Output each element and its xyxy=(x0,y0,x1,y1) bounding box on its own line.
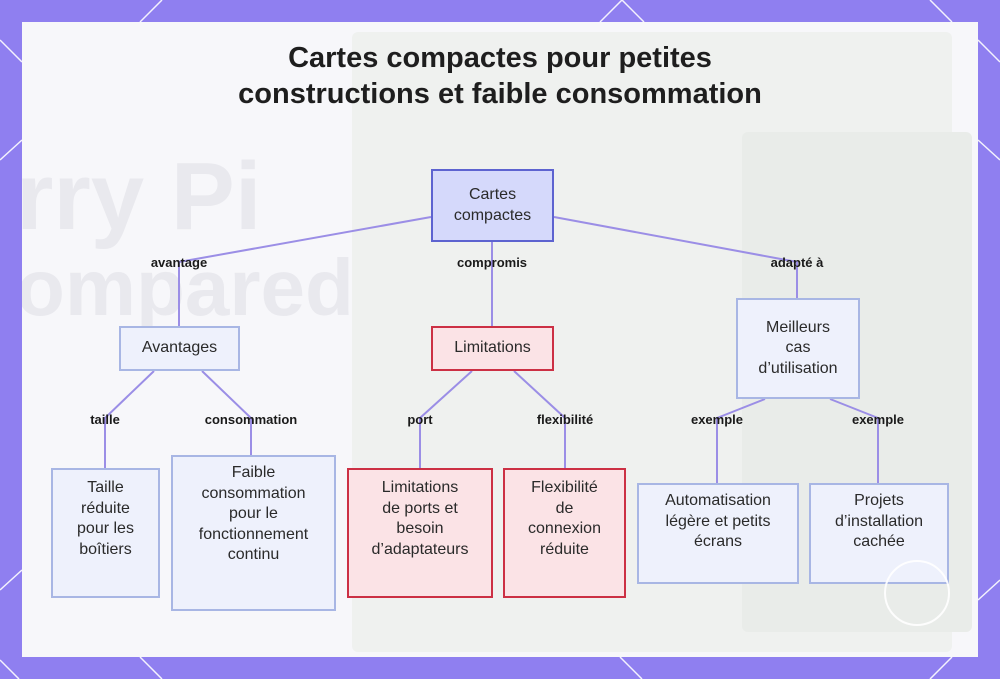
diagram-title: Cartes compactes pour petites constructi… xyxy=(22,40,978,112)
node-text: réduite xyxy=(81,499,130,517)
node-text: légère et petits xyxy=(665,512,771,530)
edge-label-port: port xyxy=(407,412,433,427)
node-text: d’adaptateurs xyxy=(371,540,469,558)
node-text: d’utilisation xyxy=(758,359,838,377)
node-text: Limitations xyxy=(454,339,531,357)
node-limitations: Limitations xyxy=(431,326,554,371)
edge-label-avantage: avantage xyxy=(150,255,208,270)
node-text: écrans xyxy=(693,533,743,550)
node-text: boîtiers xyxy=(79,540,132,558)
node-text: de xyxy=(555,499,574,517)
node-cartes-compactes: Cartes compactes xyxy=(431,169,554,242)
node-text: Faible xyxy=(231,464,276,481)
node-text: fonctionnement xyxy=(198,525,309,543)
edge-label-adapte: adapté à xyxy=(770,255,824,270)
node-text: continu xyxy=(227,546,280,563)
edge-limitations-flex xyxy=(513,370,566,468)
title-line: Cartes compactes pour petites xyxy=(288,42,712,74)
edge-label-compromis: compromis xyxy=(456,255,528,270)
edge-label-consommation: consommation xyxy=(204,412,298,427)
node-automatisation: Automatisation légère et petits écrans xyxy=(637,483,799,584)
edge-avantages-taille xyxy=(104,370,155,468)
edge-label-flexibilite: flexibilité xyxy=(536,412,594,427)
node-text: consommation xyxy=(201,484,306,502)
node-taille-reduite: Taille réduite pour les boîtiers xyxy=(51,468,160,598)
node-meilleurs-cas: Meilleurs cas d’utilisation xyxy=(736,298,860,399)
edge-label-taille: taille xyxy=(90,412,120,427)
node-text: Flexibilité xyxy=(531,479,598,496)
edge-limitations-ports xyxy=(419,370,473,468)
node-text: Meilleurs xyxy=(765,318,830,336)
edge-meilleurs-auto xyxy=(716,398,766,483)
node-text: Projets xyxy=(854,492,904,509)
node-avantages: Avantages xyxy=(119,326,240,371)
node-text: Cartes xyxy=(468,186,517,203)
edge-label-exemple: exemple xyxy=(851,412,905,427)
edge-label-exemple: exemple xyxy=(690,412,744,427)
node-text: connexion xyxy=(528,520,601,537)
node-text: cas xyxy=(785,339,811,357)
node-text: besoin xyxy=(396,520,444,537)
node-text: pour le xyxy=(229,505,278,522)
node-text: Automatisation xyxy=(665,492,771,509)
node-faible-consommation: Faible consommation pour le fonctionneme… xyxy=(171,455,336,611)
node-text: Avantages xyxy=(141,339,218,357)
node-flexibilite-connexion: Flexibilité de connexion réduite xyxy=(503,468,626,598)
edge-avantages-faible xyxy=(201,370,252,455)
node-text: réduite xyxy=(540,540,589,558)
background-text: rry Pi xyxy=(22,143,262,250)
edge-root-meilleurs xyxy=(553,216,798,298)
edge-meilleurs-projets xyxy=(829,398,879,483)
node-text: cachée xyxy=(853,533,905,550)
edge-root-avantages xyxy=(178,216,432,326)
background-text: ompared xyxy=(22,243,354,332)
title-line: constructions et faible consommation xyxy=(238,78,762,110)
node-limitations-ports: Limitations de ports et besoin d’adaptat… xyxy=(347,468,493,598)
node-text: d’installation xyxy=(834,512,924,530)
node-text: Taille xyxy=(87,479,124,496)
node-text: Limitations xyxy=(381,479,459,496)
watermark-logo-icon xyxy=(884,560,950,626)
node-text: pour les xyxy=(77,520,134,537)
node-text: compactes xyxy=(453,206,532,224)
node-text: de ports et xyxy=(382,499,458,517)
